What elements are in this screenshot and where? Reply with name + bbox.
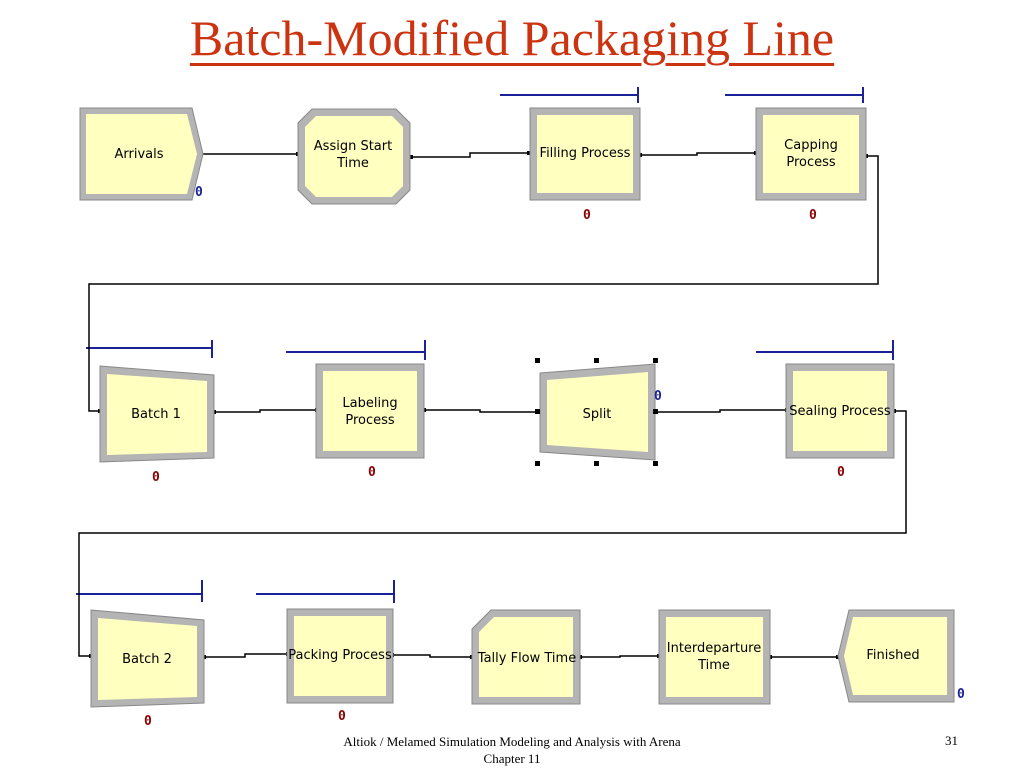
module-label: Interdeparture — [667, 641, 762, 656]
module-label: Process — [345, 413, 395, 428]
connector-split-sealing[interactable] — [656, 409, 787, 413]
module-batch-1[interactable]: Batch 1 0 — [99, 365, 215, 485]
module-tally-flow-time[interactable]: Tally Flow Time — [471, 609, 581, 705]
queue-line-capping — [725, 87, 864, 103]
connector-batch1-labeling[interactable] — [214, 409, 317, 413]
module-arrivals[interactable]: Arrivals 0 — [79, 107, 204, 201]
connectors — [78, 152, 907, 658]
queue-line-batch-1 — [86, 340, 213, 358]
queue-line-sealing — [756, 340, 894, 360]
module-counter: 0 — [195, 185, 203, 200]
module-counter: 0 — [338, 709, 346, 724]
connector-labeling-split[interactable] — [424, 409, 540, 413]
module-split[interactable]: Split 0 — [535, 358, 662, 466]
module-label: Tally Flow Time — [477, 651, 576, 666]
module-counter: 0 — [654, 389, 662, 404]
footer-chapter: Chapter 11 — [483, 751, 541, 766]
module-counter: 0 — [583, 208, 591, 223]
queue-indicators — [76, 87, 894, 603]
module-filling-process[interactable]: Filling Process 0 — [529, 107, 641, 223]
module-counter: 0 — [809, 208, 817, 223]
module-batch-2[interactable]: Batch 2 0 — [90, 609, 205, 729]
module-counter: 0 — [957, 687, 965, 702]
slide-title: Batch-Modified Packaging Line — [189, 10, 835, 66]
connector-sealing-batch2[interactable] — [78, 410, 907, 657]
connector-capping-batch1[interactable] — [88, 155, 879, 412]
module-label: Split — [583, 407, 612, 422]
module-label: Packing Process — [288, 648, 392, 663]
module-sealing-process[interactable]: Sealing Process 0 — [785, 363, 895, 480]
connector-tally-interdeparture[interactable] — [580, 655, 659, 658]
footer-citation: Altiok / Melamed Simulation Modeling and… — [343, 734, 681, 749]
selection-handles[interactable] — [535, 358, 658, 466]
connector-packing-tally[interactable] — [392, 654, 472, 658]
slide-footer: Altiok / Melamed Simulation Modeling and… — [0, 733, 1024, 767]
module-packing-process[interactable]: Packing Process 0 — [286, 608, 394, 724]
module-label: Batch 2 — [122, 652, 172, 667]
module-label: Sealing Process — [789, 404, 891, 419]
queue-line-batch-2 — [76, 580, 203, 602]
module-assign-start-time[interactable]: Assign Start Time — [297, 108, 411, 205]
queue-line-filling — [500, 87, 639, 103]
module-label: Arrivals — [114, 147, 163, 162]
connector-filling-capping[interactable] — [640, 152, 756, 156]
module-label: Time — [336, 156, 369, 171]
connector-batch2-packing[interactable] — [204, 653, 288, 658]
queue-line-labeling — [286, 340, 426, 360]
module-capping-process[interactable]: Capping Process 0 — [755, 107, 867, 223]
module-finished[interactable]: Finished 0 — [837, 609, 965, 703]
module-counter: 0 — [837, 465, 845, 480]
module-label: Finished — [866, 648, 919, 663]
module-label: Labeling — [342, 396, 397, 411]
module-counter: 0 — [152, 470, 160, 485]
module-counter: 0 — [144, 714, 152, 729]
page-number: 31 — [945, 733, 958, 748]
module-label: Capping — [784, 138, 838, 153]
module-interdeparture-time[interactable]: Interdeparture Time — [658, 609, 771, 705]
module-labeling-process[interactable]: Labeling Process 0 — [315, 363, 425, 480]
module-label: Assign Start — [314, 139, 392, 154]
module-label: Filling Process — [540, 146, 631, 161]
module-label: Time — [697, 658, 730, 673]
connector-assign-filling[interactable] — [411, 152, 529, 158]
module-label: Batch 1 — [131, 407, 181, 422]
module-counter: 0 — [368, 465, 376, 480]
module-label: Process — [786, 155, 836, 170]
queue-line-packing — [256, 580, 395, 603]
